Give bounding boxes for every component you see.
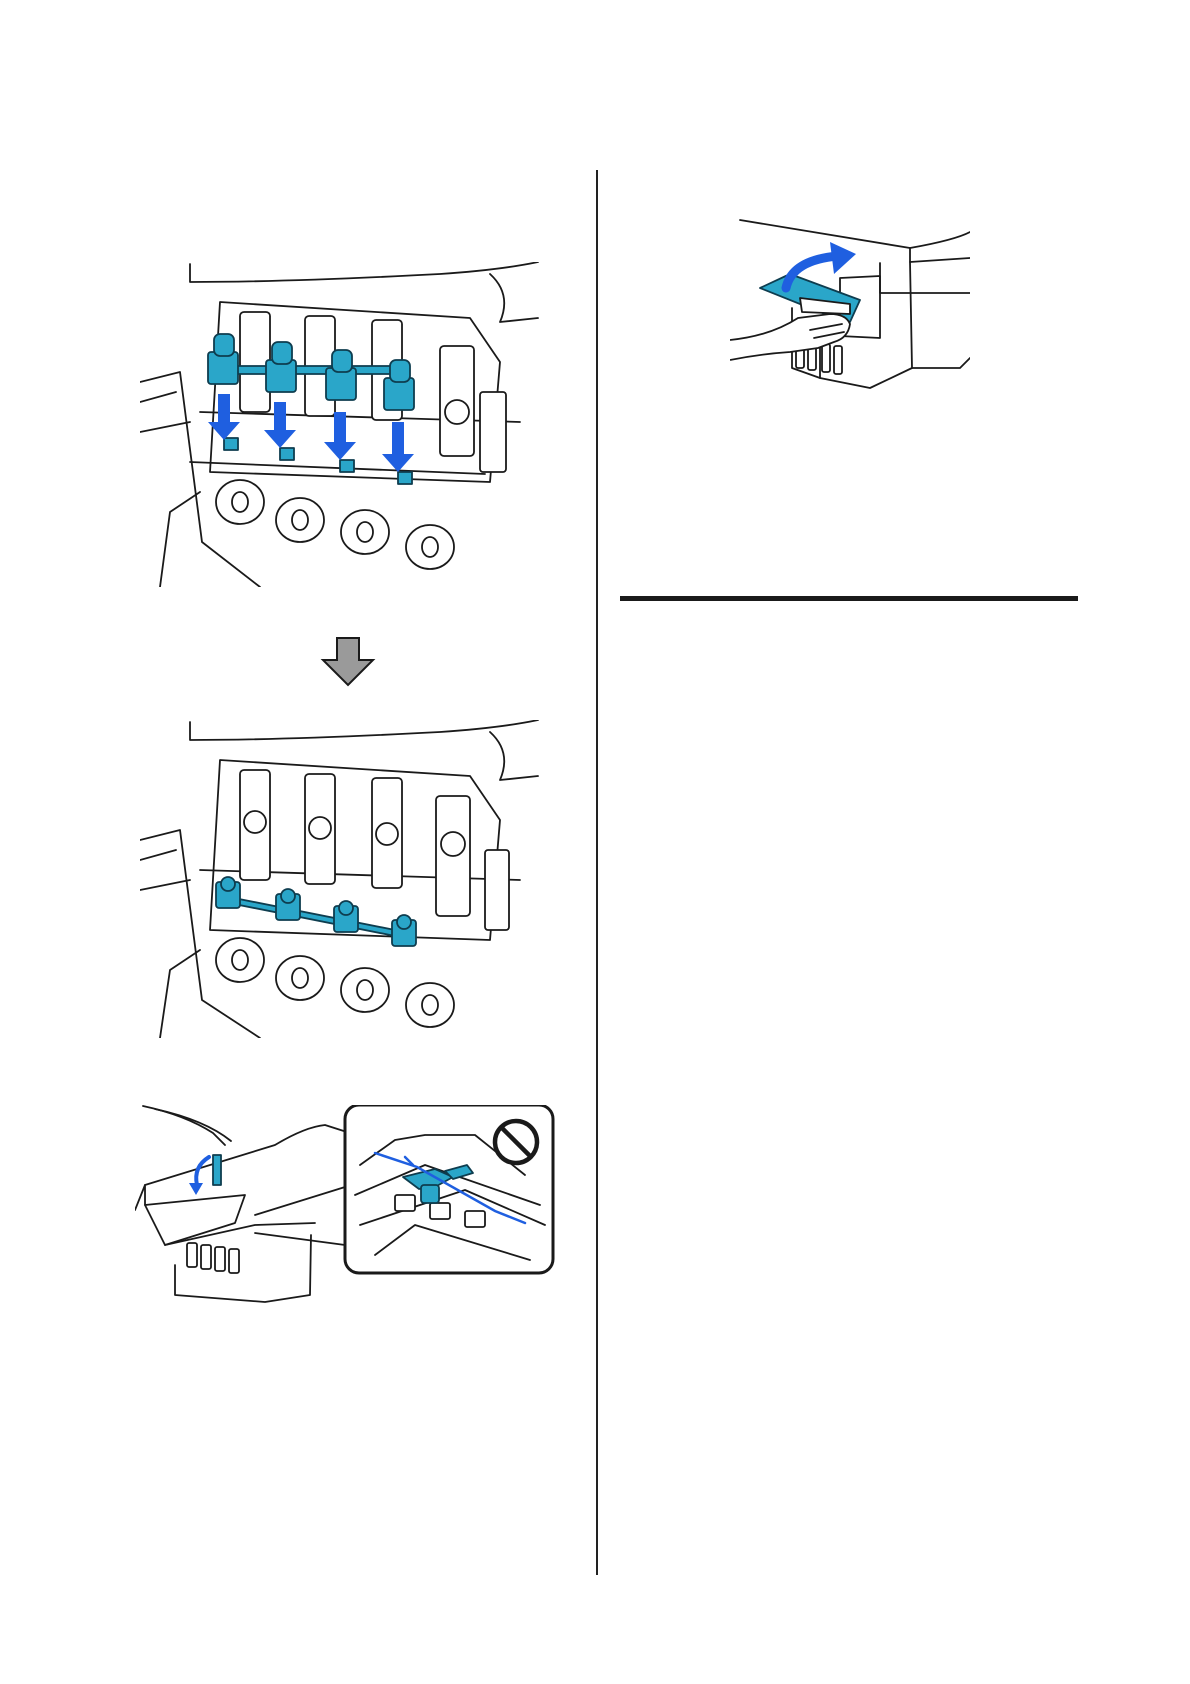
section-rule xyxy=(620,596,1078,601)
step-down-arrow-icon xyxy=(320,636,376,688)
caps-placed-on-holder-illustration xyxy=(140,262,550,587)
column-divider xyxy=(596,170,598,1575)
close-tank-cap-illustration xyxy=(135,1105,555,1305)
caps-stored-illustration xyxy=(140,720,550,1038)
close-tank-cover-illustration xyxy=(730,218,970,418)
